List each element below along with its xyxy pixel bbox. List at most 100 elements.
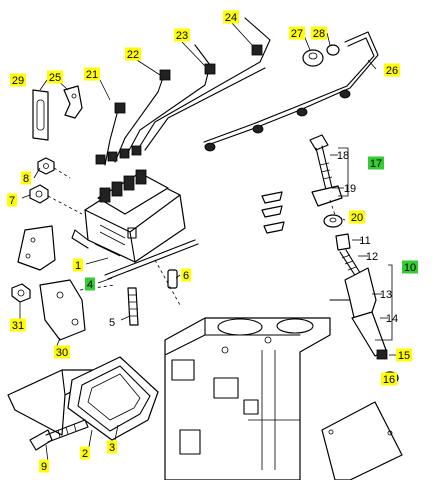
bolt-9 bbox=[29, 419, 89, 451]
washer-20 bbox=[323, 214, 343, 228]
bracket-30 bbox=[39, 279, 86, 341]
callout-24-highlight bbox=[223, 10, 239, 24]
callout-16: 16 bbox=[381, 372, 397, 386]
callout-6-text: 6 bbox=[183, 270, 189, 282]
callout-16-highlight bbox=[381, 372, 397, 386]
nut-31 bbox=[11, 283, 31, 303]
leak-off-line-26 bbox=[203, 31, 379, 152]
bracket-25 bbox=[63, 85, 83, 119]
callout-12-text: 12 bbox=[366, 251, 378, 263]
callout-27-highlight bbox=[289, 26, 305, 40]
callout-31-text: 31 bbox=[12, 320, 24, 332]
clamp-19 bbox=[311, 185, 343, 207]
callout-15-highlight bbox=[396, 348, 412, 362]
gasket-4 bbox=[104, 239, 199, 280]
gasket-plate-3 bbox=[67, 356, 159, 441]
callout-23-text: 23 bbox=[176, 30, 188, 42]
pin-6 bbox=[167, 269, 178, 289]
callout-29: 29 bbox=[10, 73, 26, 87]
callout-8: 8 bbox=[21, 171, 31, 185]
callout-10-highlight bbox=[402, 260, 418, 274]
bolt-18 bbox=[309, 134, 333, 191]
callout-29-highlight bbox=[10, 73, 26, 87]
bracket-upper bbox=[17, 225, 56, 271]
callout-9-text: 9 bbox=[41, 461, 47, 473]
callout-2-highlight bbox=[80, 446, 90, 460]
callout-28-text: 28 bbox=[313, 28, 325, 40]
clamps-small bbox=[261, 191, 285, 234]
callout-6-highlight bbox=[181, 268, 191, 282]
callout-9: 9 bbox=[39, 459, 49, 473]
callout-31: 31 bbox=[10, 318, 26, 332]
dashed-reference-lines bbox=[47, 167, 336, 306]
callout-17-text: 17 bbox=[370, 158, 382, 170]
callout-12: 12 bbox=[366, 251, 378, 263]
callout-24: 24 bbox=[223, 10, 239, 24]
callout-22-highlight bbox=[125, 47, 141, 61]
injection-lines bbox=[95, 17, 271, 166]
callout-7: 7 bbox=[7, 193, 17, 207]
callout-30-highlight bbox=[54, 345, 70, 359]
callout-9-highlight bbox=[39, 459, 49, 473]
callout-20-text: 20 bbox=[351, 212, 363, 224]
callout-3: 3 bbox=[107, 440, 117, 454]
callout-14-text: 14 bbox=[386, 313, 398, 325]
callout-25-highlight bbox=[47, 70, 63, 84]
callout-22-text: 22 bbox=[127, 49, 139, 61]
callout-3-text: 3 bbox=[109, 442, 115, 454]
callout-20-highlight bbox=[349, 210, 365, 224]
callout-28: 28 bbox=[311, 26, 327, 40]
callout-18-text: 18 bbox=[337, 150, 349, 162]
nut-27 bbox=[302, 49, 324, 67]
callout-17-highlight bbox=[368, 156, 384, 170]
callout-18: 18 bbox=[337, 150, 349, 162]
callout-24-text: 24 bbox=[225, 12, 237, 24]
cover-plate bbox=[321, 401, 403, 480]
callout-3-highlight bbox=[107, 440, 117, 454]
seal-15 bbox=[376, 349, 388, 360]
callout-30: 30 bbox=[54, 345, 70, 359]
callout-27-text: 27 bbox=[291, 28, 303, 40]
callout-8-highlight bbox=[21, 171, 31, 185]
callout-27: 27 bbox=[289, 26, 305, 40]
callout-2: 2 bbox=[80, 446, 90, 460]
nut-7 bbox=[29, 184, 49, 204]
callout-15-text: 15 bbox=[398, 350, 410, 362]
callout-6: 6 bbox=[181, 268, 191, 282]
callout-26: 26 bbox=[384, 63, 400, 77]
callout-1-text: 1 bbox=[75, 260, 81, 272]
callout-17: 17 bbox=[368, 156, 384, 170]
stud-5 bbox=[127, 287, 139, 326]
nut-8 bbox=[37, 157, 55, 175]
injection-pump bbox=[71, 169, 186, 263]
cap-28 bbox=[326, 44, 340, 56]
callout-7-highlight bbox=[7, 193, 17, 207]
callout-19: 19 bbox=[344, 183, 356, 195]
callout-5: 5 bbox=[109, 317, 115, 329]
callout-13-text: 13 bbox=[380, 289, 392, 301]
callout-1: 1 bbox=[73, 258, 83, 272]
callout-4-highlight bbox=[85, 277, 95, 291]
leader-lines bbox=[19, 21, 398, 463]
callout-11: 11 bbox=[359, 235, 370, 247]
callout-23: 23 bbox=[174, 28, 190, 42]
callout-31-highlight bbox=[10, 318, 26, 332]
callout-21: 21 bbox=[84, 67, 100, 81]
gasket-plate-2 bbox=[7, 369, 113, 436]
callout-21-text: 21 bbox=[86, 69, 98, 81]
callout-10-text: 10 bbox=[404, 262, 416, 274]
callout-14: 14 bbox=[386, 313, 398, 325]
callout-29-text: 29 bbox=[12, 75, 24, 87]
callout-5-text: 5 bbox=[109, 317, 115, 329]
callout-25-text: 25 bbox=[49, 72, 61, 84]
callout-26-highlight bbox=[384, 63, 400, 77]
callout-10: 10 bbox=[402, 260, 418, 274]
callout-1-highlight bbox=[73, 258, 83, 272]
callout-23-highlight bbox=[174, 28, 190, 42]
engine-block bbox=[164, 317, 331, 480]
injector-10 bbox=[329, 233, 387, 357]
callout-7-text: 7 bbox=[9, 195, 15, 207]
